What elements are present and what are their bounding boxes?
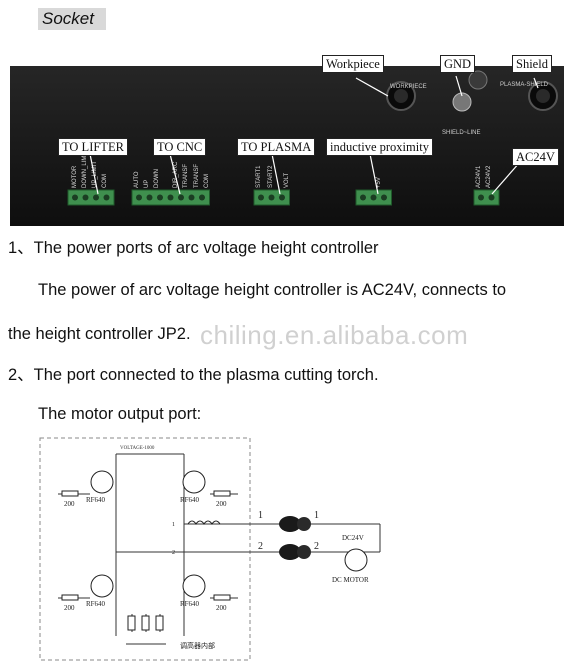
shield-line-print: SHIELD~LINE: [442, 130, 481, 136]
schematic-top-label: VOLTAGE-1000: [120, 446, 155, 451]
section-heading: Socket: [38, 8, 106, 30]
motor-output-schematic: VOLTAGE-1000 RF640 RF640 RF640 RF640 200…: [39, 437, 381, 661]
lifter-terminal-pin: [103, 194, 110, 201]
cnc-terminal-pin: [178, 194, 184, 201]
gnd-screw: [452, 92, 472, 112]
paragraph-2: The power of arc voltage height controll…: [38, 281, 507, 299]
inductor: [187, 520, 221, 525]
callout-ac24v: AC24V: [512, 148, 559, 166]
resistor-r4-label: 200: [216, 604, 227, 612]
lifter-label-2: DOWN_LIMIT: [82, 150, 88, 188]
paragraph-4: 2、The port connected to the plasma cutti…: [8, 366, 379, 384]
plasma-terminal-pin: [279, 194, 285, 201]
resistor-r1-label: 200: [64, 500, 75, 508]
mosfet-q1-label: RF640: [86, 496, 106, 504]
connector-2: [279, 544, 311, 560]
gnd-stud: [468, 70, 488, 90]
mosfet-q4: [182, 574, 206, 598]
resistor-r3: [61, 594, 79, 601]
mosfet-q2: [182, 470, 206, 494]
workpiece-print: WORKPIECE: [390, 84, 427, 90]
resistor-r4: [213, 594, 231, 601]
callout-shield: Shield: [512, 55, 552, 73]
lifter-terminal-pin: [82, 194, 89, 201]
callout-to-plasma: TO PLASMA: [237, 138, 316, 156]
callout-inductive-proximity: inductive proximity: [326, 138, 433, 156]
ac24v-terminal-pin: [488, 194, 495, 201]
paragraph-1: 1、The power ports of arc voltage height …: [8, 239, 379, 257]
mosfet-q3-label: RF640: [86, 600, 106, 608]
plasma-terminal-pin: [258, 194, 264, 201]
mosfet-q4-label: RF640: [180, 600, 200, 608]
wire-1-right: 1: [314, 510, 319, 521]
cnc-terminal-pin: [199, 194, 205, 201]
lifter-label-4: COM: [102, 174, 108, 188]
mosfet-q2-label: RF640: [180, 496, 200, 504]
lifter-terminal-pin: [72, 194, 78, 201]
lifter-label-1: MOTOR: [72, 165, 78, 188]
motor-voltage-label: DC24V: [342, 534, 364, 542]
resistor-r3-label: 200: [64, 604, 75, 612]
cnc-terminal-pin: [157, 194, 163, 201]
paragraph-5: The motor output port:: [38, 405, 202, 423]
wire-1-left: 1: [258, 510, 263, 521]
cnc-label-6: TRANSF: [194, 164, 200, 188]
mosfet-q3: [90, 574, 114, 598]
ac-label-2: AC24V2: [486, 165, 492, 188]
cnc-terminal-pin: [146, 194, 153, 201]
cnc-label-3: DOWN: [154, 169, 160, 188]
ac24v-terminal-pin: [478, 194, 484, 201]
proximity-label: +5V: [376, 177, 382, 188]
resistor-r7: [155, 615, 164, 631]
proximity-terminal-pin: [370, 194, 377, 201]
resistor-r6: [141, 615, 150, 631]
wire-2-right: 2: [314, 541, 319, 552]
resistor-r2: [213, 490, 231, 497]
cnc-terminal-pin: [167, 194, 174, 201]
callout-gnd: GND: [440, 55, 476, 73]
watermark: chiling.en.alibaba.com: [200, 320, 469, 350]
board-label: 调高器内部: [180, 641, 215, 650]
plasma-terminal-pin: [268, 194, 275, 201]
ac24v-terminal: [473, 189, 500, 206]
paragraph-3: the height controller JP2.: [8, 325, 191, 343]
resistor-r2-label: 200: [216, 500, 227, 508]
mosfet-q1: [90, 470, 114, 494]
plasma-shield-print: PLASMA-SHIELD: [500, 82, 549, 88]
dc-motor-symbol: [344, 548, 368, 572]
board-boundary: [39, 437, 251, 661]
plasma-label-1: START1: [256, 165, 262, 188]
callout-to-lifter: TO LIFTER: [58, 138, 128, 156]
motor-label: DC MOTOR: [332, 576, 369, 584]
connector-1: [279, 516, 311, 532]
cnc-label-5: TRANSF: [183, 164, 189, 188]
cnc-label-4: DIR_ARC: [173, 161, 179, 188]
callout-workpiece: Workpiece: [322, 55, 384, 73]
plasma-label-2: START2: [268, 165, 274, 188]
wire-2-left: 2: [258, 541, 263, 552]
lifter-terminal: [67, 189, 115, 206]
cnc-label-7: COM: [204, 174, 210, 188]
lifter-label-3: UP_LIMIT: [92, 161, 98, 188]
proximity-terminal-pin: [381, 194, 387, 201]
cnc-label-2: UP: [144, 180, 150, 188]
cnc-terminal-pin: [188, 194, 195, 201]
pin-2-label: 2: [172, 550, 175, 556]
ac-label-1: AC24V1: [476, 165, 482, 188]
plasma-label-3: VOLT: [284, 172, 290, 188]
proximity-terminal-pin: [360, 194, 366, 201]
pin-1-label: 1: [172, 522, 175, 528]
cnc-terminal-pin: [136, 194, 142, 201]
callout-to-cnc: TO CNC: [153, 138, 207, 156]
cnc-label-1: AUTO: [134, 171, 140, 188]
resistor-r5: [127, 615, 136, 631]
lifter-terminal-pin: [93, 194, 99, 201]
resistor-r1: [61, 490, 79, 497]
